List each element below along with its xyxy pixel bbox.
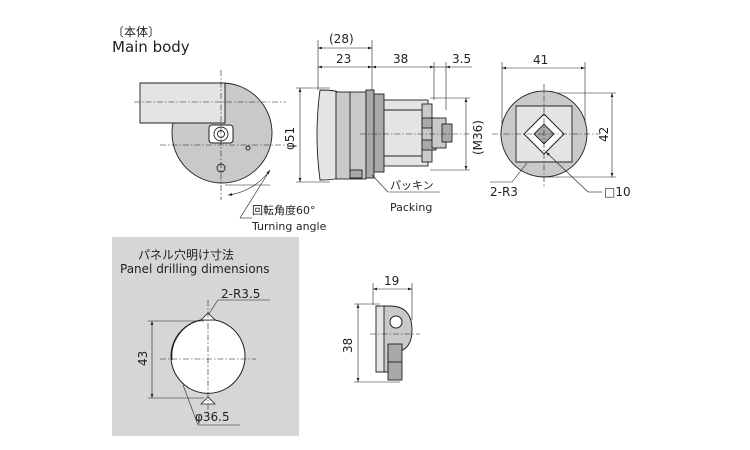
turning-angle-jp: 回転角度60° bbox=[252, 203, 316, 217]
dim-end-width-41: 41 bbox=[533, 53, 548, 67]
panel-title-en: Panel drilling dimensions bbox=[120, 262, 270, 276]
side-cap-front bbox=[316, 89, 339, 181]
panel-drilling-section: パネル穴明け寸法 Panel drilling dimensions 2-R3.… bbox=[112, 237, 299, 436]
dim-overall-28: (28) bbox=[329, 32, 354, 46]
main-body-title-en: Main body bbox=[112, 38, 190, 56]
panel-title-jp: パネル穴明け寸法 bbox=[138, 247, 234, 262]
panel-dim-radius-2-r3-5: 2-R3.5 bbox=[221, 287, 260, 301]
front-handle bbox=[139, 82, 226, 124]
packing-label-jp: パッキン bbox=[390, 179, 434, 192]
front-view: 回転角度60° Turning angle bbox=[134, 70, 327, 233]
packing-label-en: Packing bbox=[390, 201, 432, 214]
panel-dim-height-43: 43 bbox=[136, 351, 150, 366]
key-dim-width-19: 19 bbox=[384, 274, 399, 288]
dim-thread-m36: (M36) bbox=[471, 120, 485, 155]
dim-body-23: 23 bbox=[336, 52, 351, 66]
key-side-view: 19 38 bbox=[341, 274, 420, 383]
main-body-title-jp: 〔本体〕 bbox=[112, 25, 160, 39]
panel-hole bbox=[170, 319, 246, 394]
dim-end-height-42: 42 bbox=[597, 127, 611, 142]
side-cap-body bbox=[335, 91, 367, 180]
key-dim-height-38: 38 bbox=[341, 338, 355, 353]
threaded-shank bbox=[383, 99, 429, 167]
turning-angle-arc bbox=[227, 169, 271, 196]
end-view: 41 42 2-R3 □10 bbox=[490, 53, 631, 199]
dim-diameter-51: φ51 bbox=[283, 127, 297, 150]
dim-end-radius-2-r3: 2-R3 bbox=[490, 185, 518, 199]
key-hole bbox=[389, 315, 403, 329]
turning-angle-en: Turning angle bbox=[251, 220, 327, 233]
dim-tip-3-5: 3.5 bbox=[452, 52, 471, 66]
side-view: (28) 23 38 3.5 φ51 bbox=[283, 32, 485, 214]
dim-shank-38: 38 bbox=[393, 52, 408, 66]
dim-end-square-10: □10 bbox=[604, 185, 631, 199]
panel-dim-diameter-36-5: φ36.5 bbox=[195, 410, 230, 424]
